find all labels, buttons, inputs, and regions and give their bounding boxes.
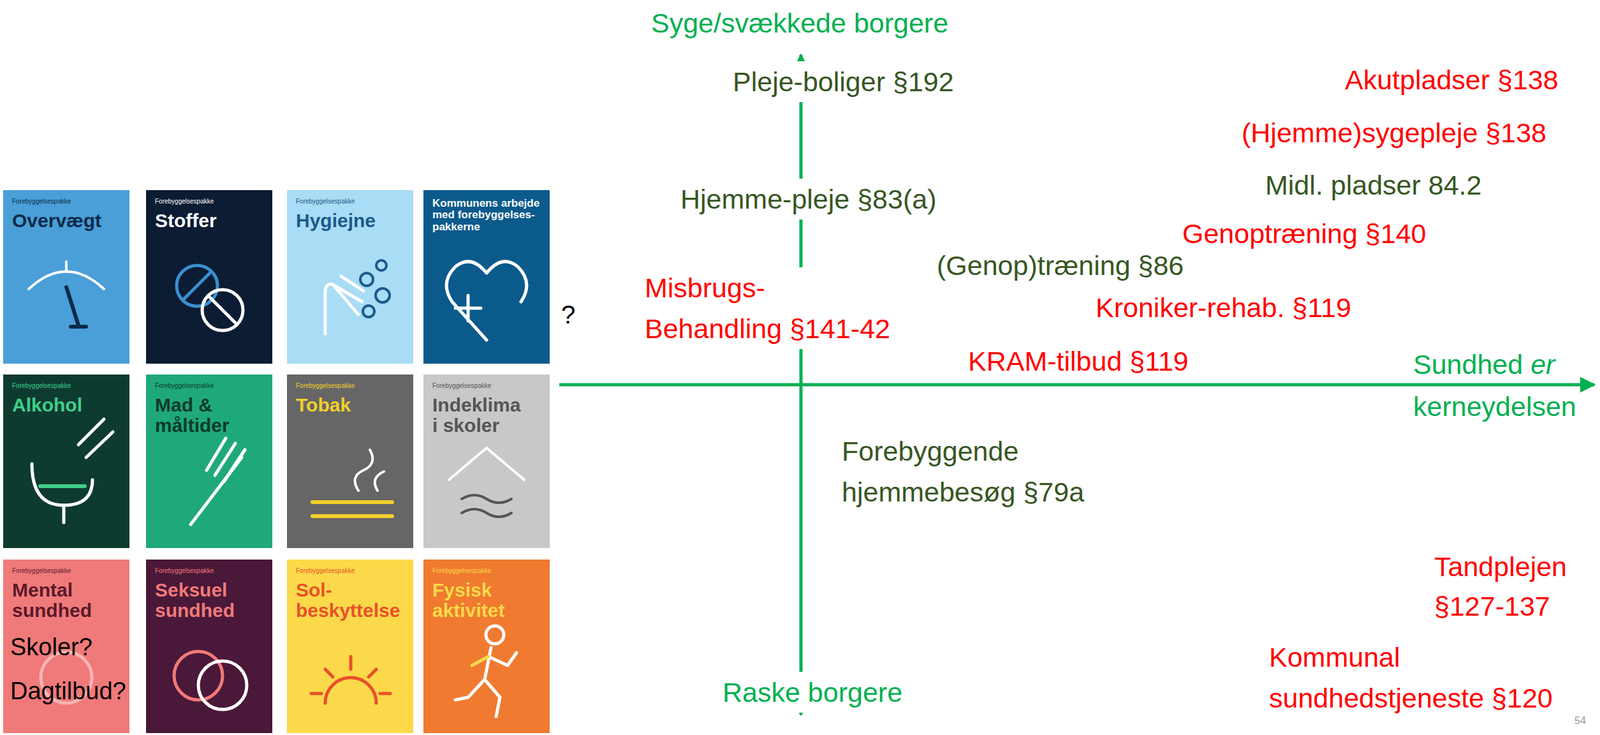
service-label: Hjemme-pleje §83(a) xyxy=(678,178,939,221)
poster-title: Hygiejne xyxy=(295,210,405,231)
poster-title: Tobak xyxy=(295,394,405,416)
y-axis xyxy=(799,54,803,715)
poster-kicker: Forebyggelsespakke xyxy=(432,566,541,575)
service-label: Midl. pladser 84.2 xyxy=(1263,164,1484,206)
poster-kicker: Forebyggelsespakke xyxy=(295,381,405,390)
icon-stroke xyxy=(446,261,527,340)
axis-label: Raske borgere xyxy=(720,671,905,713)
icon-stroke xyxy=(448,447,525,480)
page-number: 54 xyxy=(1572,712,1588,729)
icon-stroke xyxy=(375,288,390,303)
poster-title: Mad & måltider xyxy=(154,394,264,437)
poster-title: Stoffer xyxy=(154,210,264,231)
icon-stroke xyxy=(461,494,512,517)
service-label: Misbrugs- Behandling §141-42 xyxy=(642,267,893,349)
icon-stroke xyxy=(362,305,375,317)
icon-stroke xyxy=(325,677,377,703)
icon-stroke xyxy=(66,286,79,326)
service-label: (Hjemme)sygepleje §138 xyxy=(1239,112,1549,154)
poster-card: ForebyggelsespakkeOvervægt xyxy=(3,190,130,364)
poster-kicker: Forebyggelsespakke xyxy=(12,381,121,390)
service-label: KRAM-tilbud §119 xyxy=(966,340,1191,382)
icon-stroke xyxy=(455,295,481,321)
poster-card: ForebyggelsespakkeTobak xyxy=(286,374,414,548)
poster-card: ForebyggelsespakkeSol- beskyttelse xyxy=(286,559,414,733)
poster-title: Seksuel sundhed xyxy=(154,579,264,622)
poster-card: ForebyggelsespakkeStoffer xyxy=(146,190,273,364)
poster-kicker: Forebyggelsespakke xyxy=(154,381,264,390)
poster-kicker: Forebyggelsespakke xyxy=(154,566,264,575)
service-label: Akutpladser §138 xyxy=(1343,59,1561,101)
poster-title: Indeklima i skoler xyxy=(432,394,541,437)
icon-stroke xyxy=(31,463,93,506)
icon-stroke xyxy=(206,438,245,482)
icon-stroke xyxy=(312,501,393,516)
poster-kicker: Forebyggelsespakke xyxy=(12,566,121,575)
icon-stroke xyxy=(65,261,68,272)
service-label: Kroniker-rehab. §119 xyxy=(1093,286,1354,329)
poster-card: ForebyggelsespakkeSeksuel sundhed xyxy=(146,559,273,733)
icon-stroke xyxy=(360,272,374,286)
icon-stroke xyxy=(325,276,364,334)
icon-stroke xyxy=(208,295,237,324)
poster-card: Kommunens arbejde med forebyggelses- pak… xyxy=(423,190,550,364)
icon-stroke xyxy=(311,656,391,694)
axis-label: Syge/svækkede borgere xyxy=(649,2,951,45)
poster-kicker: Forebyggelsespakke xyxy=(295,566,405,575)
poster-title: Alkohol xyxy=(12,394,121,416)
poster-card: ForebyggelsespakkeMad & måltider xyxy=(146,374,273,548)
icon-stroke xyxy=(202,289,243,331)
service-label: Tandplejen §127-137 xyxy=(1432,546,1569,626)
icon-stroke xyxy=(78,418,113,458)
poster-card: ForebyggelsespakkeFysisk aktivitet xyxy=(423,559,550,733)
poster-kicker: Forebyggelsespakke xyxy=(12,197,121,206)
poster-card: ForebyggelsespakkeAlkohol xyxy=(3,374,130,548)
poster-card: ForebyggelsespakkeIndeklima i skoler xyxy=(423,374,550,548)
icon-stroke xyxy=(485,625,504,644)
service-label: Forebyggende hjemmebesøg §79a xyxy=(839,430,1087,513)
icon-stroke xyxy=(355,449,384,491)
icon-stroke xyxy=(40,484,85,488)
poster-title: Kommunens arbejde med forebyggelses- pak… xyxy=(432,197,541,233)
service-label: Genoptræning §140 xyxy=(1180,212,1429,255)
service-label: Kommunal sundhedstjeneste §120 xyxy=(1267,636,1555,719)
poster-title: Mental sundhed xyxy=(12,579,121,622)
icon-stroke xyxy=(62,505,66,523)
poster-title: Fysisk aktivitet xyxy=(432,579,541,622)
service-label: (Genop)træning §86 xyxy=(934,244,1186,287)
note-text: Skoler? xyxy=(8,628,95,666)
poster-kicker: Forebyggelsespakke xyxy=(432,381,541,390)
icon-stroke xyxy=(376,260,387,271)
poster-card: ForebyggelsespakkeHygiejne xyxy=(286,190,414,364)
icon-stroke xyxy=(471,656,489,666)
poster-kicker: Forebyggelsespakke xyxy=(154,197,264,206)
service-label: Pleje-boliger §192 xyxy=(730,61,956,103)
note-text: Dagtilbud? xyxy=(8,672,129,710)
icon-stroke xyxy=(70,324,87,329)
axis-label: Sundhed er kerneydelsen xyxy=(1411,343,1579,428)
poster-kicker: Forebyggelsespakke xyxy=(295,197,405,206)
poster-title: Overvægt xyxy=(12,210,121,231)
poster-title: Sol- beskyttelse xyxy=(295,579,405,622)
icon-stroke xyxy=(455,647,517,717)
icon-stroke xyxy=(198,660,247,710)
question-mark: ? xyxy=(559,295,578,334)
x-axis xyxy=(559,383,1595,387)
